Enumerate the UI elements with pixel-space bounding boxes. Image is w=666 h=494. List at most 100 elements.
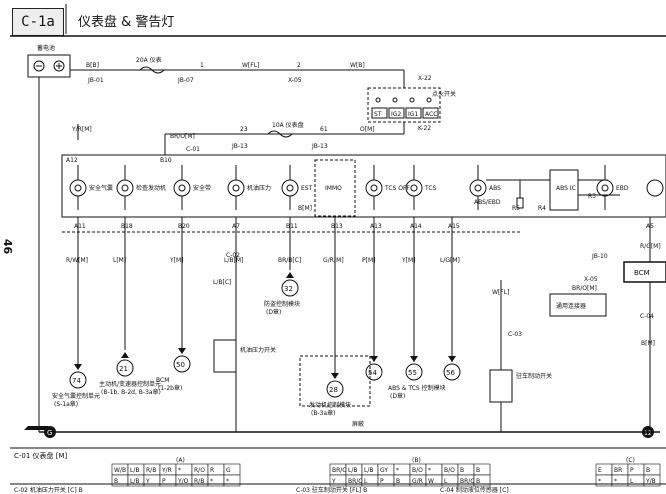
pin-cell (643, 474, 661, 487)
wire-color: B[B] (86, 62, 99, 69)
wire-color: L/G[M] (440, 257, 460, 264)
ref-number: 28 (329, 386, 338, 394)
pin-label: A15 (448, 223, 460, 230)
ref-number: 12 (644, 430, 652, 437)
connector-jb07: JB-07 (177, 77, 194, 84)
pin-label: 1 (200, 62, 204, 69)
universal-connector-box (549, 293, 607, 317)
connector-c03: C-03 (508, 331, 522, 338)
pin-code: G/R (412, 478, 423, 485)
park-switch-label: 驻车制动开关 (516, 372, 552, 380)
pin-code: B (646, 467, 650, 474)
ref-number: 56 (446, 369, 455, 377)
ignition-contact (375, 97, 381, 103)
pin-code: L (364, 478, 368, 485)
pin-code: B/O (412, 467, 423, 474)
ref-circle (69, 371, 87, 389)
wire-color: W[B] (350, 62, 365, 69)
wire-color: L/B[M] (224, 257, 243, 264)
wire-color: B[M] (298, 205, 312, 212)
ignition-position (422, 107, 439, 119)
arrow-down-icon (178, 348, 186, 354)
battery-plus-icon (53, 60, 65, 72)
ecm-dashed-box (299, 355, 371, 407)
ref-circle (173, 355, 191, 373)
battery-box (27, 54, 71, 78)
pin-code: W/B (114, 467, 126, 474)
wire-color: B[M] (641, 340, 655, 347)
pin-label: A11 (74, 223, 86, 230)
c01-title: C-01 仪表盘 [M] (14, 451, 68, 460)
arrow-down-icon (331, 373, 339, 379)
ref-circle (405, 363, 423, 381)
wire-color: BR/O[M] (572, 285, 597, 292)
pin-code: W (428, 478, 434, 485)
pin-code: L (630, 478, 634, 485)
ref-circle (281, 279, 299, 297)
wire-color: W[FL] (242, 62, 259, 69)
wire-color: R/G[M] (640, 243, 661, 250)
lamp-label: EST (301, 185, 313, 192)
lamp-icon (646, 179, 664, 197)
pin-code: * (598, 478, 601, 485)
ref-sub: (1-2b章) (158, 384, 182, 392)
connector-jb01: JB-01 (87, 77, 104, 84)
wire-color: R/W[M] (66, 257, 88, 264)
ref-number: 21 (119, 365, 128, 373)
pin-label: B13 (331, 223, 343, 230)
conn-b-label: (B) (412, 457, 421, 464)
lamp-label: EBD (616, 185, 629, 192)
wire-color: O[M] (360, 126, 375, 133)
ignition-position-label: ST (374, 111, 382, 118)
pin-code: B/O (444, 467, 455, 474)
ref-text: BCM (156, 377, 169, 384)
connector-c04: C-04 (640, 313, 654, 320)
wire-color: P[M] (362, 257, 375, 264)
lamp-label: 检查发动机 (136, 184, 166, 192)
ref-text: 防盗控制模块 (264, 300, 300, 308)
svg-text:R3: R3 (588, 193, 596, 200)
ref-sub: (D章) (266, 308, 281, 316)
arrow-down-icon (74, 364, 82, 370)
pin-cell (473, 474, 491, 487)
pin-code: * (226, 478, 229, 485)
pin-code: P (162, 478, 166, 485)
arrow-down-icon (370, 356, 378, 362)
pin-label: B18 (121, 223, 133, 230)
fuse-2-label: 10A 仪表盘 (272, 121, 304, 129)
connector-box-label: 通用连接器 (556, 302, 586, 310)
lamp-label: TCS OFF (384, 185, 410, 192)
ignition-label: 点火开关 (432, 90, 456, 98)
c02-title: C-02 机油压力开关 [C] B (14, 486, 83, 494)
pin-code: B (396, 478, 400, 485)
wire-color: L/B[C] (213, 279, 231, 286)
conn-c-label: (C) (626, 457, 635, 464)
ref-sub: (S-1a章) (54, 400, 78, 408)
pin-code: Y (145, 478, 150, 485)
svg-text:R4: R4 (538, 205, 546, 212)
ref-text: ABS & TCS 控制模块 (388, 384, 446, 392)
ref-number: 54 (368, 369, 377, 377)
ground-icon: G (24, 426, 56, 438)
connector-x05b: X-05 (584, 276, 598, 283)
pin-code: GY (380, 467, 388, 474)
lamp-icon (281, 179, 299, 197)
pin-code: L/B (348, 467, 357, 474)
ref-number: 50 (176, 361, 185, 369)
lamp-label: 安全带 (193, 184, 211, 192)
instrument-cluster-box (61, 154, 666, 218)
pin-code: Y/R (161, 467, 172, 474)
pin-code: L (444, 478, 448, 485)
ref-text: 安全气囊控制单元 (52, 392, 100, 400)
connector-x22: X-22 (418, 75, 432, 82)
wire-color: BR/O[M] (170, 133, 195, 140)
pin-code: G (226, 467, 231, 474)
immo-dashed-box (314, 159, 356, 217)
svg-text:ABS IC: ABS IC (556, 185, 576, 192)
wire-color: Y/R[M] (71, 126, 92, 133)
pin-code: R (210, 467, 214, 474)
